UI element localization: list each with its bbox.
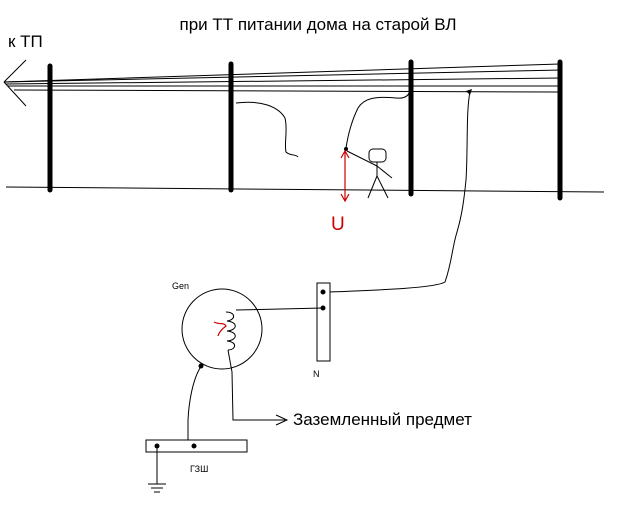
earth-ground-icon — [148, 446, 166, 493]
substation-label: к ТП — [8, 32, 43, 51]
neutral-downlead — [329, 91, 471, 293]
ground-bus-screw — [191, 443, 197, 449]
voltage-arrow — [340, 149, 350, 203]
diagram-title: при ТТ питании дома на старой ВЛ — [179, 15, 456, 34]
generator-winding-icon — [225, 311, 236, 351]
contact-wire — [345, 89, 411, 149]
arrow-right-icon — [275, 414, 289, 426]
contact-point — [344, 147, 348, 151]
generator-to-object — [227, 349, 285, 421]
person-figure — [346, 148, 393, 199]
voltage-label: U — [331, 214, 345, 235]
ground-line — [5, 186, 605, 193]
terminal-screw — [320, 289, 326, 295]
generator-fault-mark — [213, 321, 227, 337]
generator-circle — [181, 288, 263, 370]
generator-to-ground-bus — [187, 363, 202, 445]
clamp-icon — [466, 89, 472, 95]
overhead-line-wires — [3, 63, 563, 93]
neutral-terminal-block — [316, 282, 331, 362]
generator-label: Gen — [172, 281, 189, 291]
generator-to-neutral — [235, 307, 324, 311]
ground-bus-label: ГЗШ — [190, 464, 208, 474]
broken-wire — [235, 101, 299, 158]
grounded-object-label: Заземленный предмет — [293, 410, 472, 429]
poles — [47, 59, 563, 201]
direction-arrow-icon — [3, 59, 27, 107]
connection-dot — [198, 363, 204, 369]
neutral-label: N — [313, 369, 320, 379]
